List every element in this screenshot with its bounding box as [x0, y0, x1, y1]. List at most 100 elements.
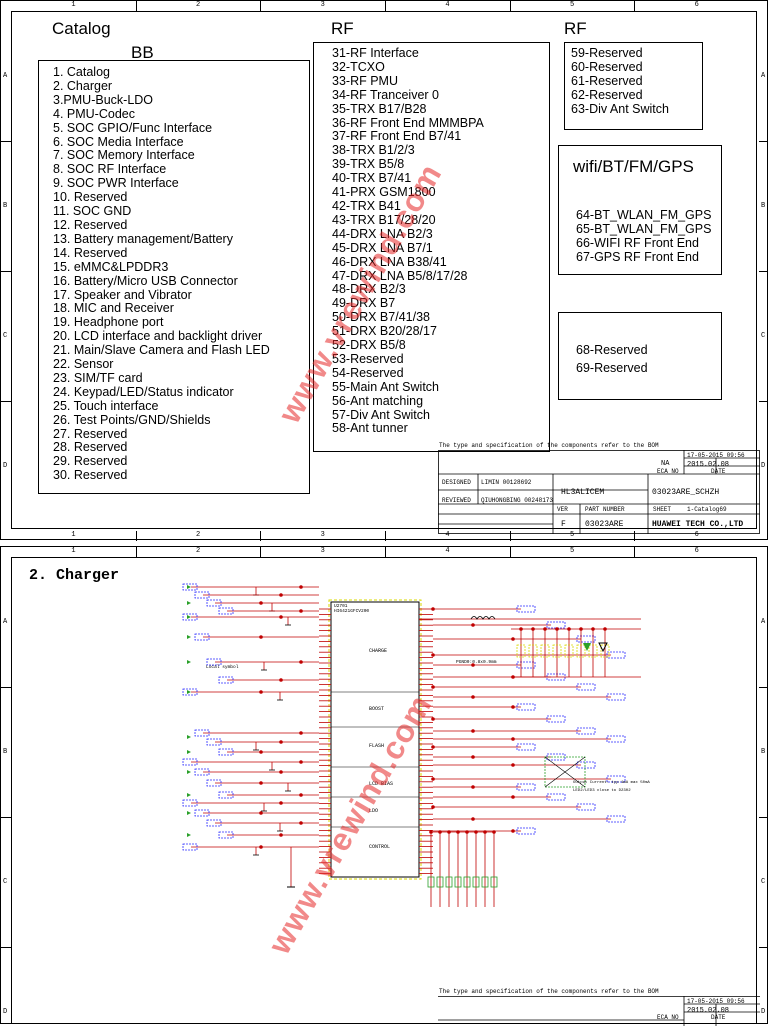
zone-col-label: 2: [196, 531, 201, 539]
tb-project: HL3ALICEM: [561, 488, 605, 497]
tb-part-number: PART NUMBER: [585, 506, 625, 513]
port-marker: [187, 690, 191, 694]
zone-tick: [759, 141, 768, 142]
junction: [511, 705, 515, 709]
tb-eca-no: ECA NO: [657, 468, 679, 475]
net-label: [206, 738, 222, 746]
list-item: 7. SOC Memory Interface: [53, 148, 195, 163]
junction: [299, 609, 303, 613]
port-marker: [187, 635, 191, 639]
title-block-2: [438, 996, 760, 1026]
port-marker: [187, 585, 191, 589]
list-item: 15. eMMC&LPDDR3: [53, 259, 169, 274]
zone-tick: [759, 271, 768, 272]
diode-symbol: [598, 642, 608, 653]
zone-tick: [1, 687, 11, 688]
charger-schematic: U2701 HI6421GFCV200 CHARGEBOOSTFLASHLCD …: [182, 583, 641, 907]
tb-ver-value: F: [561, 520, 566, 529]
junction: [299, 793, 303, 797]
capacitor: [576, 644, 586, 658]
net-label: [218, 831, 234, 839]
pmu-ic: [330, 601, 420, 878]
list-item: 61-Reserved: [571, 73, 643, 88]
junction: [431, 777, 435, 781]
junction: [259, 750, 263, 754]
annotation-pgnd: PGND0:0.8x0.9mm: [456, 660, 497, 665]
list-item: 23. SIM/TF card: [53, 370, 143, 385]
tb2-eca-no: ECA NO: [657, 1014, 679, 1021]
zone-tick: [385, 1, 386, 11]
junction: [471, 785, 475, 789]
zone-tick: [135, 531, 137, 541]
zone-tick: [509, 531, 511, 541]
tb2-date: DATE: [711, 1014, 726, 1021]
net-label: [606, 775, 626, 783]
list-item: 32-TCXO: [332, 59, 385, 74]
zone-tick: [759, 687, 768, 688]
list-item: 10. Reserved: [53, 190, 128, 205]
capacitor: [490, 876, 498, 888]
zone-tick: [759, 817, 768, 818]
zone-row-label: A: [761, 618, 766, 626]
tb-reviewed: REVIEWED: [442, 497, 471, 504]
bom-note: The type and specification of the compon…: [439, 442, 659, 449]
net-label: [206, 779, 222, 787]
zone-col-label: 4: [445, 531, 450, 539]
zone-tick: [634, 531, 636, 541]
junction: [431, 805, 435, 809]
rf-heading: RF: [331, 19, 354, 38]
list-item: 18. MIC and Receiver: [53, 301, 174, 316]
rf2-box: [564, 42, 703, 130]
rf-box: [313, 42, 550, 452]
tb2-date-value: 2015.02.08: [687, 1007, 730, 1015]
net-label: [206, 819, 222, 827]
list-item: 4. PMU-Codec: [53, 106, 135, 121]
list-item: 33-RF PMU: [332, 73, 398, 88]
zone-tick: [1, 401, 11, 402]
list-item: 63-Div Ant Switch: [571, 101, 669, 116]
capacitor: [472, 876, 480, 888]
capacitor: [540, 644, 550, 658]
junction: [543, 627, 547, 631]
capacitor: [463, 876, 471, 888]
net-label: [576, 635, 596, 643]
ic-block-label: LDO: [369, 808, 378, 814]
net-label: [606, 815, 626, 823]
tb-date: DATE: [711, 468, 726, 475]
list-item: 11. SOC GND: [53, 204, 132, 219]
ic-part: HI6421GFCV200: [334, 608, 369, 614]
junction: [471, 663, 475, 667]
zone-row-label: B: [761, 748, 766, 756]
junction: [471, 729, 475, 733]
net-label: [516, 605, 536, 613]
list-item: 49-DRX B7: [332, 296, 396, 311]
capacitor: [528, 644, 538, 658]
list-item: 59-Reserved: [571, 46, 643, 60]
net-label: [182, 843, 198, 851]
net-label: [218, 791, 234, 799]
list-item: 38-TRX B1/2/3: [332, 143, 415, 158]
diode-symbol: [583, 643, 591, 651]
capacitor: [481, 876, 489, 888]
net-label: [182, 583, 198, 591]
list-item: 39-TRX B5/8: [332, 157, 405, 172]
junction: [431, 745, 435, 749]
list-item: 55-Main Ant Switch: [332, 379, 439, 394]
list-item: 47-DRX LNA B5/8/17/28: [332, 268, 468, 283]
net-label: [182, 799, 198, 807]
net-label: [194, 633, 210, 641]
junction: [431, 717, 435, 721]
zone-col-label: 4: [445, 1, 450, 9]
list-item: 46-DRX LNA B38/41: [332, 254, 447, 269]
port-marker: [187, 735, 191, 739]
net-label: [206, 599, 222, 607]
list-item: 68-Reserved: [576, 343, 648, 357]
port-marker: [187, 793, 191, 797]
zone-tick: [1, 947, 11, 948]
zone-row-label: D: [3, 462, 8, 470]
tb2-stamp: 17-05-2015_09:56: [687, 998, 745, 1005]
list-item: 3.PMU-Buck-LDO: [53, 92, 154, 107]
net-label: [606, 651, 626, 659]
